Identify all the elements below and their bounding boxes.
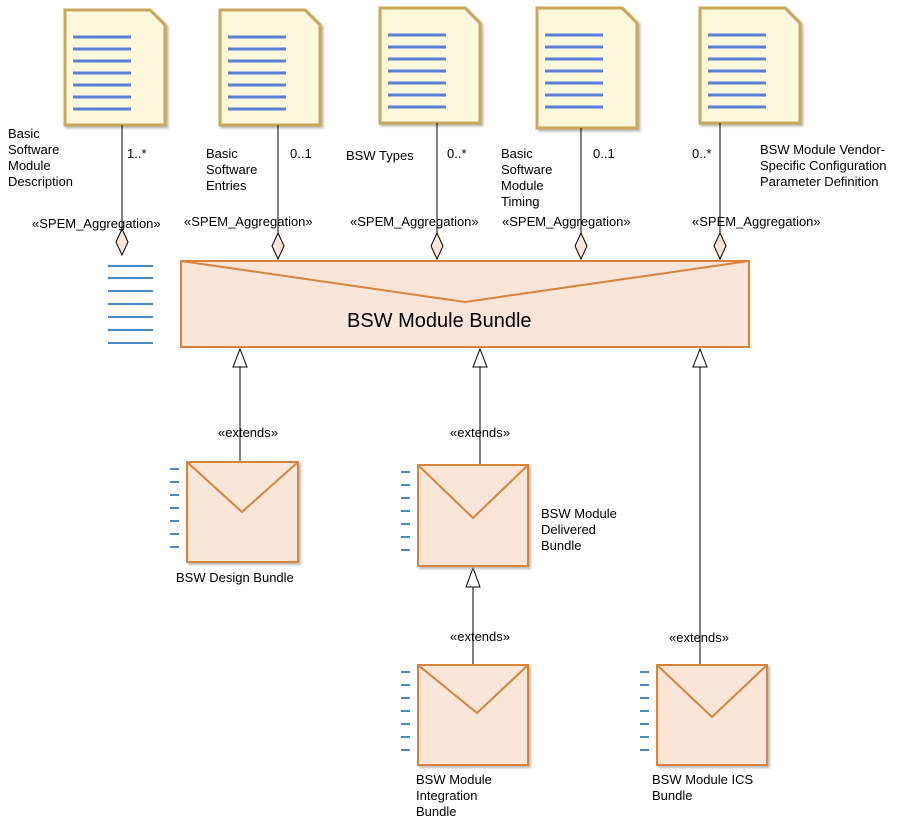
bundle-name-label: BSW Design Bundle [176, 570, 294, 585]
aggregation-diamond [713, 231, 727, 261]
aggregation-diamond [430, 231, 444, 261]
main-bundle-box[interactable] [180, 260, 750, 348]
generalization-arrow [472, 347, 488, 368]
stereotype-label: «SPEM_Aggregation» [502, 214, 631, 229]
document-name-label: BSW Types [346, 148, 414, 163]
multiplicity-label: 1..* [127, 146, 147, 161]
aggregation-diamond [271, 231, 285, 261]
side-lines [401, 671, 410, 751]
extends-label: «extends» [218, 425, 278, 440]
document-bsw-types[interactable] [378, 6, 482, 125]
generalization-arrow [465, 566, 481, 588]
extends-label: «extends» [669, 630, 729, 645]
document-bsw-module-vendor-specific-config[interactable] [698, 6, 802, 125]
extends-label: «extends» [450, 425, 510, 440]
side-lines-main [108, 265, 153, 344]
bundle-bsw-module-ics-bundle[interactable] [640, 664, 768, 766]
document-name-label: BSW Module Vendor-Specific Configuration… [760, 142, 887, 189]
bundle-bsw-design-bundle[interactable] [170, 461, 299, 563]
document-icon [535, 6, 639, 130]
document-basic-software-entries[interactable] [218, 8, 322, 127]
main-bundle-title: BSW Module Bundle [347, 310, 532, 332]
document-basic-software-module-timing[interactable] [535, 6, 639, 130]
extends-label: «extends» [450, 629, 510, 644]
multiplicity-label: 0..1 [290, 146, 312, 161]
side-lines [401, 471, 410, 551]
document-basic-software-module-description[interactable] [63, 8, 167, 127]
stereotype-label: «SPEM_Aggregation» [184, 214, 313, 229]
aggregation-diamond [574, 231, 588, 261]
stereotype-label: «SPEM_Aggregation» [692, 214, 821, 229]
multiplicity-label: 0..* [692, 146, 712, 161]
bundle-bsw-module-integration-bundle[interactable] [401, 664, 529, 766]
stereotype-label: «SPEM_Aggregation» [350, 214, 479, 229]
generalization-arrow [692, 347, 708, 368]
multiplicity-label: 0..* [447, 146, 467, 161]
side-lines [170, 468, 179, 548]
stereotype-label: «SPEM_Aggregation» [32, 216, 161, 231]
bundle-bsw-module-delivered-bundle[interactable] [401, 464, 529, 567]
side-lines [640, 671, 649, 751]
aggregation-diamond [115, 227, 129, 257]
multiplicity-label: 0..1 [593, 146, 615, 161]
generalization-arrow [232, 347, 248, 368]
